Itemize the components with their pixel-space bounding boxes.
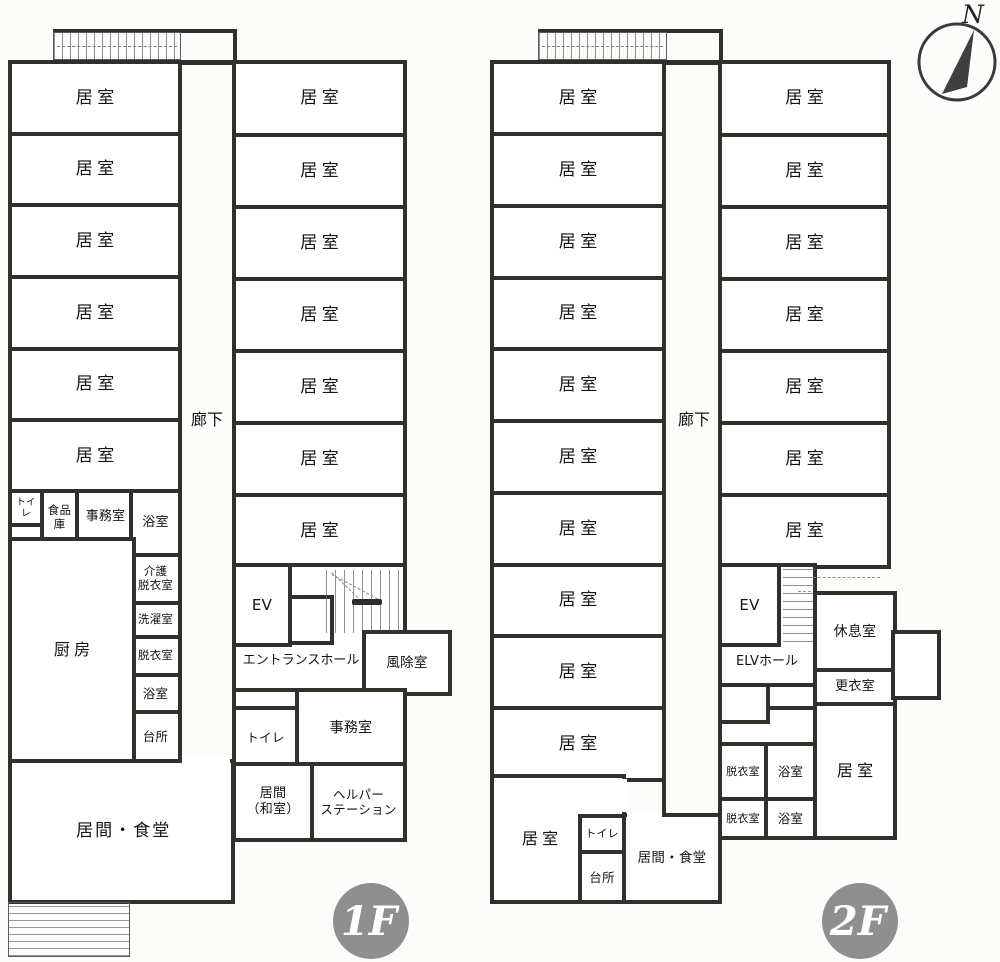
f1-ramp-centerline bbox=[57, 46, 177, 47]
f2-left-room-2: 居室 bbox=[490, 132, 666, 208]
f1-office-front: 事務室 bbox=[295, 688, 407, 768]
f1-living-japanese: 居間 （和室） bbox=[232, 762, 314, 842]
f2-left-room-8: 居室 bbox=[490, 563, 666, 638]
f1-helper-station: ヘルパー ステーション bbox=[310, 762, 407, 842]
f1-kitchenette: 台所 bbox=[129, 710, 182, 763]
f2-stair-dashed-extension bbox=[798, 577, 880, 592]
f2-kitchenette: 台所 bbox=[578, 850, 626, 904]
f2-right-room-5: 居室 bbox=[718, 349, 891, 425]
f2-rest-room: 休息室 bbox=[813, 591, 897, 674]
f1-living-dining: 居間・食堂 bbox=[8, 759, 235, 904]
f2-left-room-3: 居室 bbox=[490, 204, 666, 280]
f2-right-room-1: 居室 bbox=[718, 60, 891, 137]
f2-suite-opening bbox=[621, 779, 627, 812]
f1-left-room-2: 居室 bbox=[8, 132, 182, 207]
f1-right-room-4: 居室 bbox=[232, 277, 407, 353]
f1-exterior-ramp bbox=[53, 32, 181, 60]
f2-ramp-centerline bbox=[542, 46, 663, 47]
f1-bathroom-2: 浴室 bbox=[129, 673, 182, 714]
f1-right-room-2: 居室 bbox=[232, 133, 407, 209]
f2-resident-room-se: 居室 bbox=[813, 702, 897, 840]
f2-corridor-label: 廊下 bbox=[677, 410, 710, 429]
f1-right-room-6: 居室 bbox=[232, 421, 407, 497]
f1-corridor-top-wall bbox=[178, 60, 236, 65]
north-label: N bbox=[962, 0, 984, 29]
f2-corridor-left-jog bbox=[662, 778, 666, 817]
f1-bathroom-1: 浴室 bbox=[129, 489, 182, 557]
f2-changing-room: 更衣室 bbox=[813, 668, 897, 706]
f2-left-room-5: 居室 bbox=[490, 347, 666, 423]
f2-staircase bbox=[783, 568, 815, 642]
compass-icon bbox=[917, 22, 997, 102]
f2-right-room-2: 居室 bbox=[718, 133, 891, 209]
f2-bathroom-1: 浴室 bbox=[764, 742, 817, 801]
f1-windbreak-room: 風除室 bbox=[362, 630, 452, 696]
f2-left-room-6: 居室 bbox=[490, 419, 666, 495]
f1-entrance-hall-label: エントランスホール bbox=[242, 652, 360, 668]
f1-elevator: EV bbox=[232, 563, 292, 647]
f1-right-room-3: 居室 bbox=[232, 205, 407, 281]
f2-living-opening bbox=[627, 812, 664, 819]
f2-right-room-7: 居室 bbox=[718, 493, 891, 569]
f2-right-room-6: 居室 bbox=[718, 421, 891, 497]
f2-toilet: トイレ bbox=[578, 814, 626, 854]
f1-left-room-1: 居室 bbox=[8, 60, 182, 136]
f2-unlabeled-a bbox=[718, 683, 770, 724]
f2-left-room-7: 居室 bbox=[490, 491, 666, 567]
f2-exterior-ramp bbox=[538, 32, 667, 60]
f1-ramp-outline-top bbox=[53, 29, 237, 33]
f1-corridor-opening bbox=[182, 757, 230, 764]
f2-left-room-9: 居室 bbox=[490, 634, 666, 710]
f1-left-room-5: 居室 bbox=[8, 347, 182, 422]
f1-undressing: 脱衣室 bbox=[129, 635, 182, 677]
f2-elevator-hall-label: ELVホール bbox=[736, 653, 798, 669]
f1-main-kitchen: 厨房 bbox=[8, 537, 136, 763]
f1-ramp-outline-right bbox=[233, 29, 237, 64]
f2-left-room-1: 居室 bbox=[490, 60, 666, 136]
f2-left-room-4: 居室 bbox=[490, 276, 666, 351]
f1-exterior-deck bbox=[8, 902, 130, 957]
f1-right-room-1: 居室 bbox=[232, 60, 407, 137]
f2-ramp-outline-right bbox=[719, 29, 723, 64]
f2-ramp-outline-top bbox=[538, 29, 723, 33]
f1-left-room-3: 居室 bbox=[8, 203, 182, 279]
f2-corridor-top-wall bbox=[662, 60, 722, 65]
f1-floor-badge: 1F bbox=[333, 883, 409, 959]
f1-laundry: 洗濯室 bbox=[129, 601, 182, 639]
f2-right-room-3: 居室 bbox=[718, 205, 891, 281]
f2-elevator: EV bbox=[718, 563, 781, 647]
f1-corridor-label: 廊下 bbox=[190, 410, 223, 429]
f2-undressing-1: 脱衣室 bbox=[718, 742, 768, 801]
f2-exterior-annex bbox=[891, 630, 941, 700]
f1-left-room-6: 居室 bbox=[8, 418, 182, 494]
f2-bathroom-2: 浴室 bbox=[764, 797, 817, 840]
f2-floor-badge: 2F bbox=[822, 883, 898, 959]
f2-unlabeled-b bbox=[766, 683, 817, 710]
f2-undressing-2: 脱衣室 bbox=[718, 797, 768, 840]
f2-living-right-wall bbox=[718, 836, 722, 904]
f2-left-room-10: 居室 bbox=[490, 706, 666, 782]
f1-care-undressing: 介護 脱衣室 bbox=[129, 553, 182, 605]
f1-right-room-5: 居室 bbox=[232, 349, 407, 425]
f1-toilet-entrance: トイレ bbox=[232, 706, 299, 768]
f2-right-room-4: 居室 bbox=[718, 277, 891, 353]
f1-left-room-4: 居室 bbox=[8, 275, 182, 351]
f1-staircase bbox=[326, 570, 404, 633]
f1-toilet-small: トイレ bbox=[8, 489, 44, 527]
f1-right-room-7: 居室 bbox=[232, 493, 407, 569]
f2-living-dining: 居間・食堂 bbox=[622, 813, 722, 904]
f1-stair-landing-bar bbox=[352, 599, 382, 605]
